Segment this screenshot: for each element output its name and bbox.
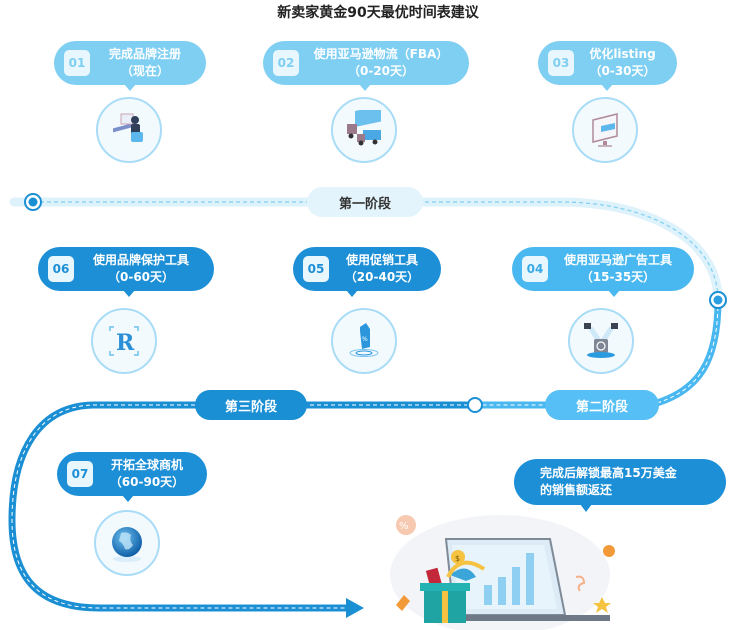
- step-title: 使用亚马逊物流（FBA）: [313, 47, 449, 61]
- step-timeframe: （0-20天）: [347, 64, 415, 78]
- svg-text:$: $: [455, 554, 460, 563]
- step-02-bubble: 02 使用亚马逊物流（FBA） （0-20天）: [263, 41, 469, 91]
- stage-2-label: 第二阶段: [545, 390, 659, 420]
- page-title: 新卖家黄金90天最优时间表建议: [277, 5, 479, 21]
- stage-3-label: 第三阶段: [195, 390, 307, 420]
- step-number: 06: [48, 256, 74, 282]
- step-title: 使用促销工具: [345, 253, 418, 267]
- step-timeframe: （15-35天）: [580, 270, 656, 284]
- monitor-listing-icon: [572, 97, 638, 163]
- discount-tag-icon: %: [331, 308, 397, 374]
- svg-text:%: %: [399, 521, 409, 532]
- stage-1-label: 第一阶段: [307, 187, 423, 217]
- step-title: 完成品牌注册: [108, 47, 181, 61]
- reward-line-1: 完成后解锁最高15万美金: [540, 466, 677, 480]
- reward-line-2: 的销售额返还: [540, 483, 613, 497]
- step-number: 04: [522, 256, 548, 282]
- step-timeframe: （0-30天）: [589, 64, 656, 78]
- svg-text:R: R: [116, 330, 135, 356]
- step-timeframe: （20-40天）: [344, 270, 420, 284]
- step-01-bubble: 01 完成品牌注册 （现在）: [54, 41, 206, 91]
- delivery-trucks-icon: [331, 97, 397, 163]
- step-timeframe: （现在）: [120, 64, 169, 78]
- spotlight-ad-icon: [568, 308, 634, 374]
- step-03-bubble: 03 优化listing （0-30天）: [538, 41, 677, 91]
- step-05-bubble: 05 使用促销工具 （20-40天）: [293, 247, 441, 297]
- laptop-gift-sales-chart-icon: % $: [390, 515, 615, 630]
- desk-worker-icon: [96, 97, 162, 163]
- step-number: 07: [67, 461, 93, 487]
- step-06-bubble: 06 使用品牌保护工具 （0-60天）: [38, 247, 214, 297]
- step-title: 优化listing: [589, 47, 656, 61]
- globe-icon: [94, 510, 160, 576]
- registered-r-icon: R: [91, 308, 157, 374]
- svg-text:%: %: [362, 336, 368, 343]
- step-number: 05: [303, 256, 329, 282]
- start-node-icon: [24, 193, 42, 211]
- step-title: 使用亚马逊广告工具: [563, 253, 672, 267]
- step-timeframe: （0-60天）: [107, 270, 175, 284]
- step-number: 02: [273, 50, 299, 76]
- reward-bubble: 完成后解锁最高15万美金 的销售额返还: [514, 459, 726, 512]
- step-04-bubble: 04 使用亚马逊广告工具 （15-35天）: [512, 247, 694, 297]
- step-07-bubble: 07 开拓全球商机 （60-90天）: [57, 452, 207, 502]
- step-timeframe: （60-90天）: [109, 475, 185, 489]
- step-title: 使用品牌保护工具: [92, 253, 189, 267]
- stage3-node-icon: [467, 397, 483, 413]
- stage2-node-icon: [709, 291, 727, 309]
- step-number: 03: [548, 50, 574, 76]
- step-title: 开拓全球商机: [110, 458, 183, 472]
- step-number: 01: [64, 50, 90, 76]
